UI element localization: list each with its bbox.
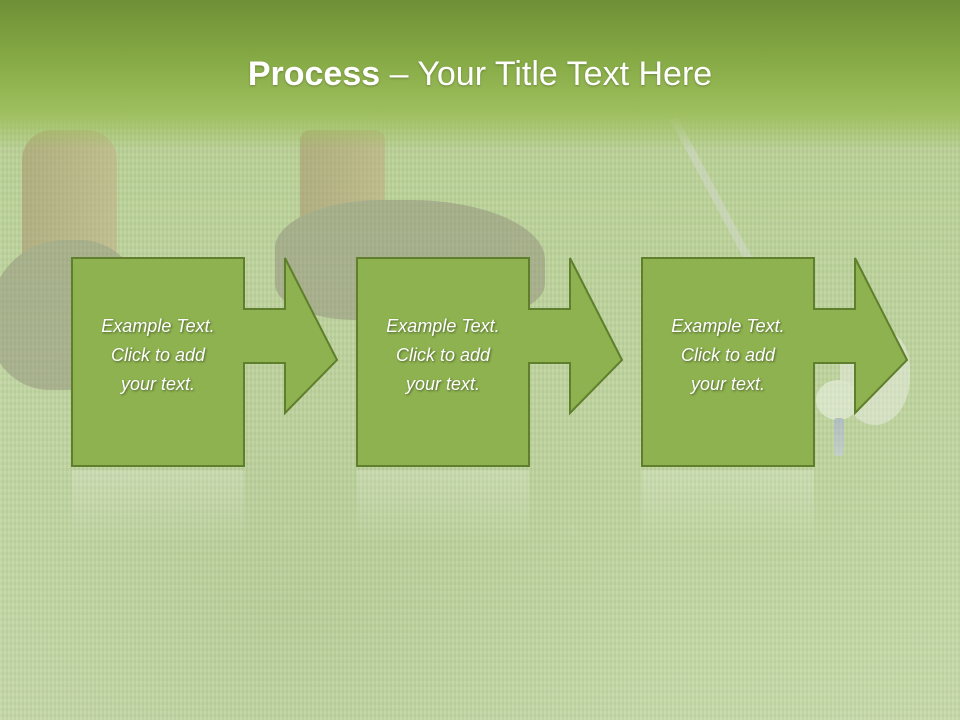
golf-tee: [834, 418, 844, 456]
arrow-box-shape: [641, 257, 909, 467]
arrow-box-shape: [71, 257, 339, 467]
step-text-line: Example Text.: [386, 316, 500, 336]
process-step-3[interactable]: Example Text. Click to add your text.: [641, 257, 911, 678]
title-rest: – Your Title Text Here: [380, 55, 713, 93]
arrow-box-shape: [356, 257, 624, 467]
step-text-line: your text.: [690, 374, 766, 394]
slide-title[interactable]: Process – Your Title Text Here: [0, 52, 960, 96]
golf-ball: [816, 380, 860, 420]
step-text[interactable]: Example Text. Click to add your text.: [358, 312, 528, 399]
step-text-line: Example Text.: [101, 316, 215, 336]
step-text-line: your text.: [120, 374, 196, 394]
step-text-line: your text.: [405, 374, 481, 394]
step-text-line: Example Text.: [671, 316, 785, 336]
step-text[interactable]: Example Text. Click to add your text.: [643, 312, 813, 399]
title-band: [0, 0, 960, 150]
step-text-line: Click to add: [110, 345, 206, 365]
step-text-line: Click to add: [680, 345, 776, 365]
step-reflection: [641, 469, 911, 679]
step-reflection: [356, 469, 626, 679]
step-text[interactable]: Example Text. Click to add your text.: [73, 312, 243, 399]
title-bold: Process: [247, 55, 381, 93]
process-step-1[interactable]: Example Text. Click to add your text.: [71, 257, 341, 678]
step-reflection: [71, 469, 341, 679]
process-step-2[interactable]: Example Text. Click to add your text.: [356, 257, 626, 678]
step-text-line: Click to add: [395, 345, 491, 365]
